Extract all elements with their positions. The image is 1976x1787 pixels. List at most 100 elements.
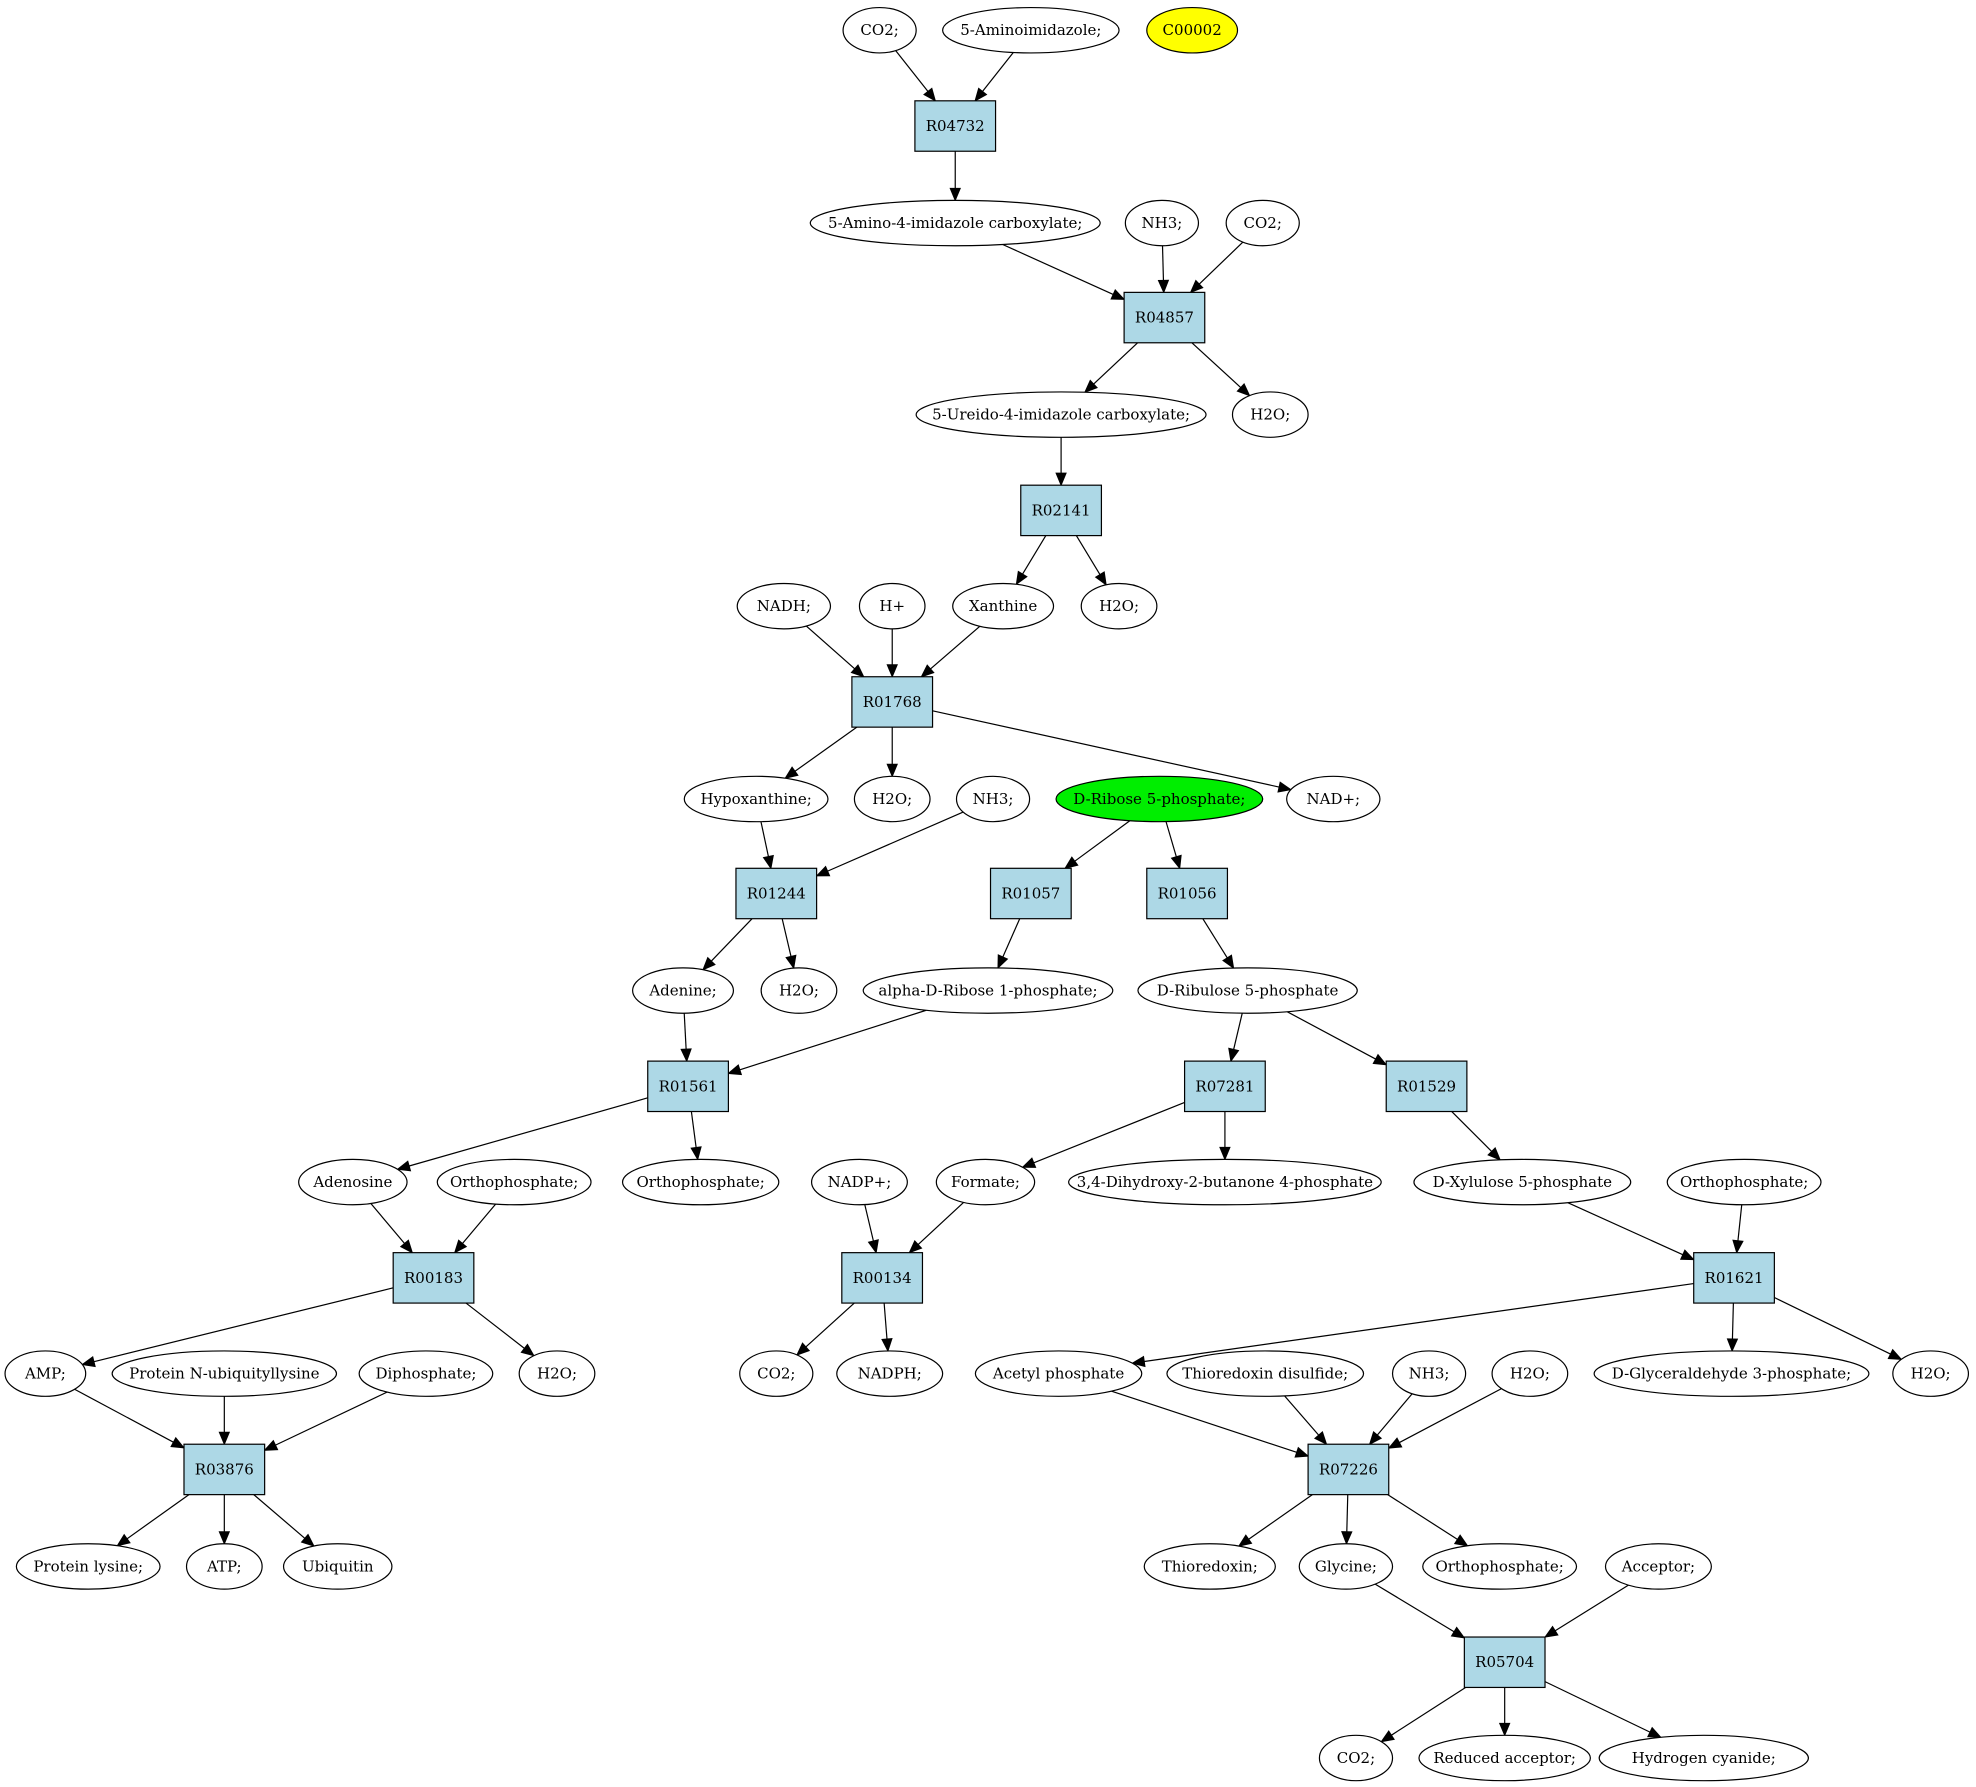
- arrowhead: [1131, 1355, 1146, 1368]
- compound-ellipse: [298, 1158, 408, 1206]
- reaction-node-r-r00183: R00183: [392, 1252, 475, 1304]
- node-label: R01056: [1158, 885, 1217, 903]
- compound-ellipse: [1068, 1158, 1382, 1206]
- edge-c_acetylp-to-r_R07226: [1111, 1390, 1310, 1458]
- edge-r_R01621-to-c_acetylp: [1131, 1282, 1694, 1368]
- node-label: CO2;: [1337, 1749, 1375, 1767]
- arrowhead: [1064, 856, 1079, 870]
- arrowhead: [520, 1343, 535, 1357]
- edge-r_R05704-to-c_hcn: [1544, 1681, 1662, 1738]
- arrowhead: [1487, 1146, 1502, 1161]
- edge-line: [781, 918, 792, 957]
- reaction-box: [183, 1443, 266, 1496]
- compound-node-c-protein-lysine: Protein lysine;: [15, 1543, 161, 1590]
- arrowhead: [453, 1239, 468, 1254]
- edge-r_R01056-to-c_ribulose5p: [1202, 918, 1235, 970]
- arrowhead: [997, 954, 1009, 970]
- edge-r_R01768-to-c_hypoxanthine: [784, 726, 858, 779]
- reaction-box: [1385, 1060, 1468, 1113]
- edge-line: [1074, 820, 1131, 862]
- node-label: Protein N-ubiquityllysine: [129, 1365, 319, 1383]
- compound-node-c-xanthine: Xanthine: [952, 582, 1055, 630]
- edge-c_amino_carboxylate-to-r_R04857: [1002, 243, 1126, 300]
- node-label: 5-Amino-4-imidazole carboxylate;: [828, 214, 1082, 232]
- edge-line: [1075, 535, 1101, 575]
- edge-line: [1376, 1393, 1413, 1436]
- arrowhead: [762, 854, 774, 870]
- arrowhead: [399, 1239, 414, 1254]
- edge-line: [74, 1388, 174, 1443]
- reaction-box: [1183, 1060, 1266, 1113]
- edge-c_co2_a-to-r_R04732: [895, 50, 937, 102]
- arrowhead: [1732, 1239, 1744, 1254]
- compound-node-c-h2o-e: H2O;: [518, 1350, 596, 1397]
- edge-r_R01561-to-c_adenosine: [396, 1097, 648, 1172]
- edge-c_hplus-to-r_R01768: [886, 628, 898, 679]
- node-label: R01529: [1397, 1077, 1456, 1095]
- edge-line: [1093, 342, 1139, 385]
- node-label: Adenine;: [648, 982, 716, 1000]
- edge-c_nadpplus-to-r_R00134: [864, 1204, 879, 1254]
- reaction-node-r-r01056: R01056: [1146, 867, 1229, 920]
- edge-c_acceptor-to-r_R05704: [1543, 1584, 1629, 1638]
- compound-node-c-co2-c: CO2;: [739, 1350, 814, 1397]
- node-label: R01561: [659, 1077, 718, 1095]
- node-label: AMP;: [24, 1365, 66, 1383]
- edge-c_ribose5p-to-r_R01057: [1064, 820, 1131, 870]
- arrowhead: [867, 1239, 879, 1254]
- compound-ellipse: [810, 1158, 908, 1206]
- edge-line: [1202, 918, 1228, 959]
- reaction-box: [1146, 867, 1229, 920]
- edge-line: [1165, 821, 1177, 857]
- arrowhead: [702, 956, 716, 971]
- arrowhead: [263, 1439, 279, 1451]
- compound-ellipse: [760, 967, 838, 1014]
- node-label: NH3;: [973, 790, 1014, 808]
- compound-node-c-amino-carboxylate: 5-Amino-4-imidazole carboxylate;: [809, 199, 1101, 247]
- arrowhead: [1015, 570, 1028, 586]
- edge-line: [126, 1494, 190, 1540]
- compound-ellipse: [842, 6, 917, 54]
- edge-c_xanthine-to-r_R01768: [920, 625, 981, 678]
- edge-c_diphosphate-to-r_R03876: [263, 1391, 388, 1451]
- compound-ellipse: [739, 1350, 814, 1397]
- compound-node-c-formate: Formate;: [935, 1158, 1036, 1206]
- reaction-edges: [74, 50, 1903, 1743]
- edge-r_R01768-to-c_nadplus: [932, 710, 1293, 793]
- arrowhead: [690, 1146, 702, 1161]
- arrowhead: [396, 1160, 412, 1172]
- compound-node-c-ubiquitin: Ubiquitin: [282, 1543, 393, 1590]
- edge-r_R05704-to-c_reduced_acceptor: [1498, 1687, 1511, 1737]
- compound-node-c-h2o-f: H2O;: [1491, 1350, 1569, 1397]
- edge-c_ortho_a-to-r_R00183: [453, 1203, 497, 1254]
- compound-ellipse: [974, 1350, 1143, 1397]
- edge-c_amp-to-r_R03876: [74, 1388, 186, 1449]
- edge-line: [1002, 918, 1021, 958]
- arrowhead: [1110, 288, 1126, 300]
- edge-r_R00134-to-c_nadph: [881, 1303, 893, 1353]
- node-label: NAD+;: [1306, 790, 1360, 808]
- edge-line: [1033, 1101, 1185, 1164]
- compound-node-c-co2-d: CO2;: [1318, 1734, 1394, 1782]
- arrowhead: [1222, 954, 1235, 970]
- compound-node-c-ortho-b: Orthophosphate;: [621, 1158, 780, 1206]
- compound-ellipse: [185, 1543, 263, 1590]
- compound-ellipse: [736, 582, 832, 630]
- edge-line: [1544, 1681, 1651, 1733]
- node-label: R00183: [404, 1269, 463, 1287]
- compound-node-c-h2o-c: H2O;: [853, 775, 931, 823]
- compound-node-c-nh3-a: NH3;: [1124, 199, 1200, 247]
- compound-node-c-protein-ub: Protein N-ubiquityllysine: [111, 1350, 338, 1397]
- edge-r_R01244-to-c_h2o_d: [781, 918, 797, 970]
- node-label: alpha-D-Ribose 1-phosphate;: [878, 982, 1097, 1000]
- node-label: D-Ribose 5-phosphate;: [1073, 790, 1245, 808]
- compound-node-c-thioredoxin: Thioredoxin;: [1143, 1543, 1276, 1590]
- compound-ellipse: [1593, 1350, 1870, 1397]
- edge-line: [930, 625, 981, 670]
- compound-ellipse: [1418, 1734, 1591, 1782]
- arrowhead: [784, 766, 799, 779]
- arrowhead: [815, 865, 831, 877]
- edge-c_nh3_a-to-r_R04857: [1157, 245, 1170, 294]
- reaction-box: [1307, 1443, 1390, 1496]
- edge-r_R00183-to-c_amp: [81, 1287, 394, 1368]
